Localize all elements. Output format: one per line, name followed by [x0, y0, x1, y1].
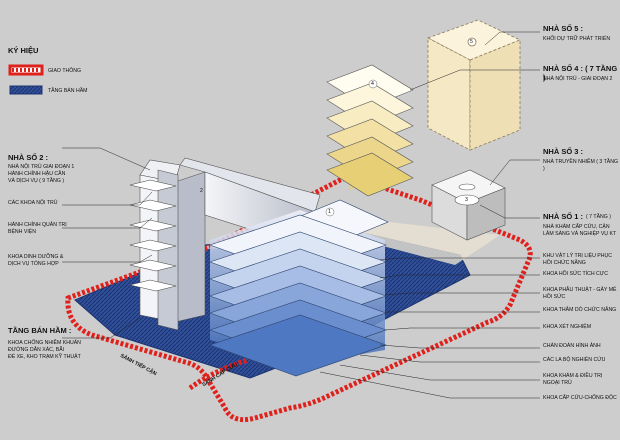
building-5-number: 5	[470, 39, 473, 45]
nha5-desc: KHỐI DỰ TRỮ PHÁT TRIỂN	[543, 36, 611, 42]
basement-title: TẦNG BÁN HẦM :	[8, 326, 72, 335]
nha2-desc-2: HÀNH CHÍNH HẬU CẦN	[8, 171, 66, 177]
left-item-1: CÁC KHOA NỘI TRÚ	[8, 200, 58, 206]
legend-title: KÝ HIỆU	[8, 46, 39, 55]
nha4-desc: NHÀ NỘI TRÚ - GIAI ĐOẠN 2	[543, 76, 613, 82]
legend-traffic-swatch	[8, 64, 44, 76]
legend-basement-label: TẦNG BÁN HẦM	[48, 88, 88, 94]
nha2-title: NHÀ SỐ 2 :	[8, 153, 49, 162]
building-1	[209, 199, 389, 377]
building-4-number: 4	[371, 81, 374, 87]
left-item-3: KHOA DINH DƯỠNG & DỊCH VỤ TỔNG HỢP	[8, 254, 64, 267]
nha1-floors: ( 7 TẦNG )	[586, 214, 611, 220]
right-item-5: KHOA XÉT NGHIỆM	[543, 324, 592, 330]
right-item-6: CHẨN ĐOÁN HÌNH ẢNH	[543, 343, 601, 349]
building-2	[129, 157, 321, 331]
nha2-desc-1: NHÀ NỘI TRÚ GIAI ĐOẠN 1	[8, 164, 75, 170]
nha4-title: NHÀ SỐ 4 : ( 7 TẦNG )	[543, 64, 618, 83]
right-item-9: KHOA CẤP CỨU-CHỐNG ĐỘC	[543, 395, 617, 401]
legend-traffic-label: GIAO THÔNG	[48, 68, 82, 74]
building-2-number: 2	[200, 188, 203, 194]
building-1-number-badge	[325, 207, 335, 217]
building-3-number: 3	[465, 197, 468, 203]
leader-lines	[62, 31, 540, 399]
building-5	[427, 19, 521, 151]
nha3-title: NHÀ SỐ 3 :	[543, 147, 584, 156]
legend-basement-swatch	[9, 85, 43, 95]
nha1-desc-2: LÂM SÀNG VÀ NGHIỆP VỤ KT	[543, 231, 617, 237]
nha3-desc: NHÀ TRUYỀN NHIỄM ( 3 TẦNG )	[543, 159, 619, 172]
left-item-2: HÀNH CHÍNH QUẢN TRỊ BỆNH VIỆN	[8, 222, 67, 235]
right-item-4: KHOA THĂM DÒ CHỨC NĂNG	[543, 307, 617, 313]
building-3	[431, 169, 506, 241]
right-item-7: CÁC LA BỘ NGHIÊN CỨU	[543, 357, 606, 363]
right-item-8: KHOA KHÁM & ĐIỀU TRỊ NGOẠI TRÚ	[543, 373, 603, 386]
right-item-3: KHOA PHẪU THUẬT - GÂY MÊ HỒI SỨC	[543, 287, 617, 300]
basement-desc-3: ĐỂ XE, KHO TRẠM KỸ THUẬT	[8, 354, 81, 360]
basement-desc-1: KHOA CHỐNG NHIỄM KHUẨN	[8, 340, 81, 346]
nha5-title: NHÀ SỐ 5 :	[543, 24, 584, 33]
basement-desc-2: ĐƯỜNG DẪN XÁC, BÃI	[8, 347, 65, 353]
building-4-number-badge	[368, 79, 378, 89]
traffic-road-branch	[188, 357, 249, 391]
traffic-road	[65, 175, 533, 423]
building-1-number: 1	[328, 209, 331, 215]
building-4	[326, 64, 414, 197]
right-item-2: KHOA HỒI SỨC TÍCH CỰC	[543, 271, 608, 277]
nha1-title: NHÀ SỐ 1 :	[543, 212, 584, 221]
nha2-desc-3: VÀ DỊCH VỤ ( 9 TẦNG )	[8, 178, 65, 184]
nha1-desc-1: NHÀ KHÁM CẤP CỨU, CẬN	[543, 224, 610, 230]
right-item-1: KHU VẬT LÝ TRỊ LIỆU PHỤC HỒI CHỨC NĂNG	[543, 253, 612, 266]
